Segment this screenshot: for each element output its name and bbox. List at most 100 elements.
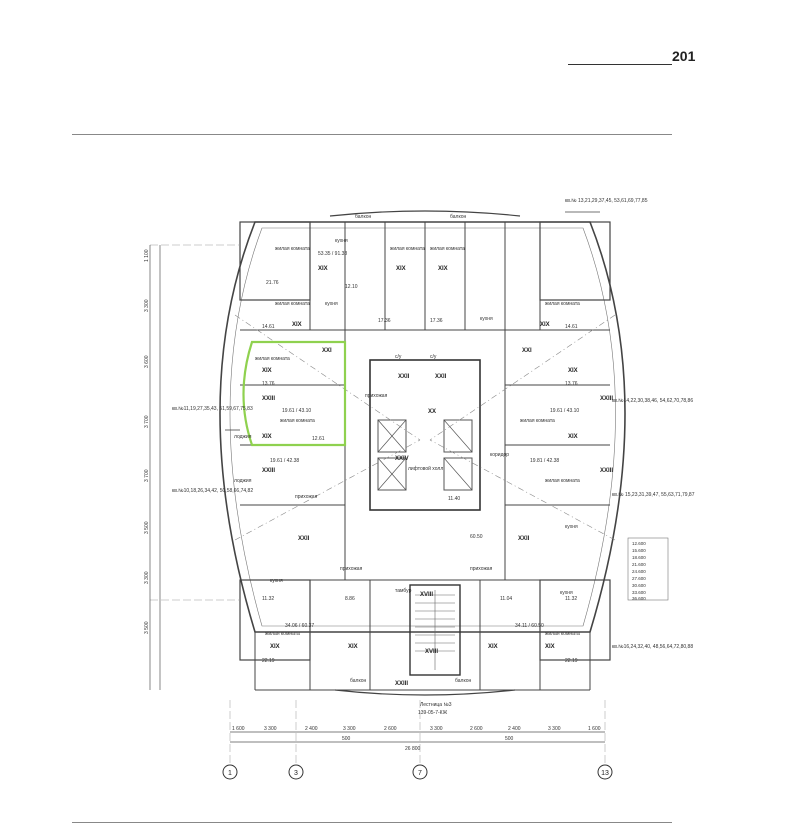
numeral-11: XIX [545,644,555,650]
label-living-8: жилая комната [520,418,555,424]
numeral-20: XXIII [262,396,275,402]
area-3: 19.61 / 42.38 [270,458,299,464]
label-kitchen-4: кухня [270,578,283,584]
numeral-28: XXIV [395,456,409,462]
numeral-12: XIX [348,644,358,650]
area-23: 11.04 [500,596,512,602]
label-balcony-3: балкон [350,678,366,684]
area-6: 19.61 / 43.10 [550,408,579,414]
area-9: 14.61 [262,324,275,330]
numeral-13: XIX [488,644,498,650]
axis-marker-7 [412,764,428,780]
area-10: 13.76 [262,381,275,387]
facade-outline [219,221,626,633]
numeral-22: XXIII [600,396,613,402]
label-living-6: жилая комната [255,356,290,362]
dim-b-3: 2 400 [305,726,318,732]
area-14: 17.36 [378,318,391,324]
area-15: 17.36 [430,318,443,324]
label-kitchen-3: кухня [565,524,578,530]
area-12: 11.32 [262,596,274,602]
label-bath-2: с/у [430,354,437,360]
axis-marker-1 [222,764,238,780]
label-hall-3: прихожая [470,566,493,572]
dim-l-6: 3 500 [144,521,150,534]
apt-group-right-2: кв.№ 15,23,31,39,47, 55,63,71,79,87 [612,492,695,498]
axis-label-13: 13 [601,770,609,777]
label-corridor: коридор [490,452,509,458]
dim-l-3: 3 600 [144,355,150,368]
numeral-2: XIX [396,266,406,272]
label-living-4: жилая комната [275,301,310,307]
elevator-3 [443,419,473,453]
numeral-26: XVIII [425,649,438,655]
area-11: 12.61 [312,436,325,442]
area-19: 14.61 [565,324,578,330]
numeral-3: XIX [438,266,448,272]
label-kitchen-6: кухня [335,238,348,244]
label-living-3: жилая комната [430,246,465,252]
dim-total: 26 800 [405,746,421,752]
label-loggia-1: лоджия [234,434,252,440]
numeral-14: XXI [322,348,332,354]
numeral-5: XIX [540,322,550,328]
dim-b-4: 3 300 [343,726,356,732]
dim-sub-1: 500 [342,736,351,742]
elevator-1 [377,419,407,453]
numeral-9: XIX [568,434,578,440]
area-21: 11.32 [565,596,577,602]
dim-l-1: 1 100 [144,249,150,262]
level-7: 30.600 [632,583,646,588]
area-18: 60.50 [470,534,483,540]
level-3: 18.600 [632,555,646,560]
label-hall-4: прихожая [365,393,388,399]
footer-rule [72,822,672,823]
level-6: 27.600 [632,576,646,581]
header-rule [72,134,672,135]
label-living-7: жилая комната [280,418,315,424]
dim-sub-2: 500 [505,736,514,742]
label-hall-1: прихожая [295,494,318,500]
area-22: 22.19 [565,658,578,664]
numeral-25: XVIII [420,592,433,598]
level-1: 12.600 [632,541,646,546]
numeral-1: XIX [318,266,328,272]
page-number-underline [568,64,672,65]
numeral-18: XXII [298,536,310,542]
level-2: 15.600 [632,548,646,553]
axis-label-1: 1 [228,770,232,777]
area-16: 12.10 [345,284,358,290]
label-kitchen-1: кухня [325,301,338,307]
label-elevator-hall: лифтовой холл [408,465,443,472]
area-20: 13.76 [565,381,578,387]
apt-group-top: кв.№ 13,21,29,37,45, 53,61,69,77,85 [565,198,648,204]
area-5: 34.11 / 60.50 [515,623,544,629]
dim-l-5: 3 700 [144,469,150,482]
numeral-4: XIX [292,322,302,328]
axis-label-7: 7 [418,770,422,777]
numeral-19: XXII [518,536,530,542]
numeral-21: XXIII [262,468,275,474]
axis-label-3: 3 [294,770,298,777]
label-living-5: жилая комната [545,301,580,307]
label-kitchen-5: кухня [560,590,573,596]
label-living-2: жилая комната [390,246,425,252]
numeral-7: XIX [568,368,578,374]
numeral-6: XIX [262,368,272,374]
apt-group-left-2: кв.№10,18,26,34,42, 50,58,66,74,82 [172,488,253,494]
dim-b-9: 3 300 [548,726,561,732]
elevator-2 [377,457,407,491]
elevator-4 [443,457,473,491]
dim-l-7: 3 300 [144,571,150,584]
apt-group-left-1: кв.№11,19,27,35,43, 51,59,67,75,83 [172,406,253,412]
numeral-23: XXIII [600,468,613,474]
stairwell [409,584,461,676]
numeral-16: XXII [398,374,410,380]
axis-marker-3 [288,764,304,780]
area-7: 19.81 / 42.38 [530,458,559,464]
right-bay-top [539,221,611,301]
label-loggia-2: лоджия [234,478,252,484]
dim-b-10: 1 600 [588,726,601,732]
numeral-17: XXII [435,374,447,380]
